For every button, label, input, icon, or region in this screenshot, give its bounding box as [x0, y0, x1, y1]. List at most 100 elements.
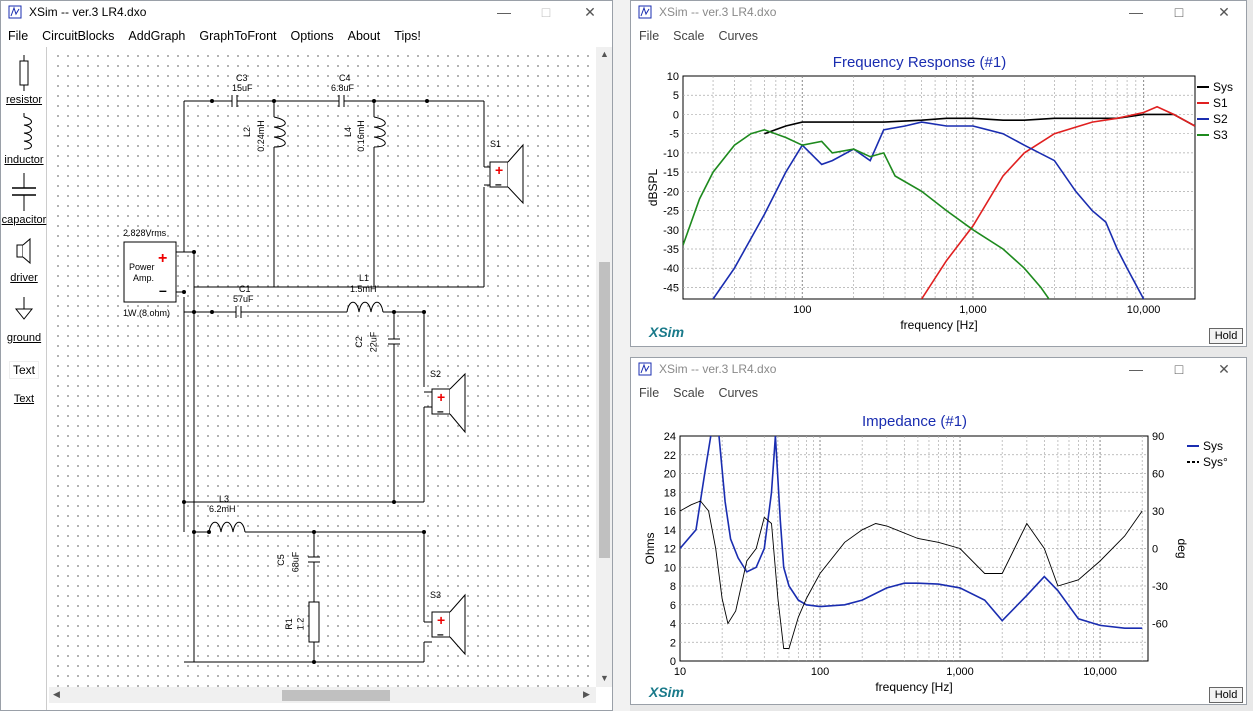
y-tick-label: -20: [663, 186, 679, 198]
component-toolbar: resistor inductor capacitor driver groun…: [1, 47, 47, 710]
maximize-button[interactable]: □: [541, 4, 551, 20]
y2-axis-label: deg: [1175, 538, 1189, 558]
menu-scale[interactable]: Scale: [673, 29, 705, 43]
driver-s3[interactable]: + –: [424, 593, 466, 656]
menu-curves[interactable]: Curves: [718, 29, 759, 43]
ground-icon: [14, 297, 34, 320]
y2-tick-label: 30: [1152, 506, 1164, 518]
y2-tick-label: -60: [1152, 619, 1168, 631]
close-button[interactable]: ✕: [584, 3, 596, 20]
l3-name: L3: [219, 494, 230, 504]
tool-capacitor[interactable]: capacitor: [1, 173, 47, 226]
svg-text:+: +: [495, 162, 503, 178]
minimize-button[interactable]: —: [1129, 4, 1143, 20]
s2-name: S2: [430, 369, 442, 379]
impedance-window: XSim -- ver.3 LR4.dxo — □ ✕ File Scale C…: [630, 357, 1247, 705]
vertical-scrollbar[interactable]: ▲ ▼: [596, 47, 612, 687]
brand-label: XSim: [649, 324, 685, 340]
tool-text-box[interactable]: Text: [1, 361, 47, 379]
schematic-diagram: + – + – + –: [123, 95, 524, 664]
y2-tick-label: -30: [1152, 581, 1168, 593]
x-axis-label: frequency [Hz]: [875, 680, 952, 694]
window-title: XSim -- ver.3 LR4.dxo: [659, 362, 777, 376]
l1-value: 1.5mH: [350, 284, 377, 294]
scroll-left-icon[interactable]: ◀: [53, 689, 60, 699]
menu-about[interactable]: About: [347, 29, 381, 43]
brand-label: XSim: [649, 684, 685, 700]
horizontal-scroll-thumb[interactable]: [282, 690, 390, 701]
title-bar: XSim -- ver.3 LR4.dxo — □ ✕: [1, 1, 612, 23]
svg-text:+: +: [437, 612, 445, 628]
tool-text[interactable]: Text: [1, 393, 47, 405]
c2-name: C2: [353, 336, 364, 348]
tool-driver[interactable]: driver: [1, 237, 47, 284]
menu-bar: File Scale Curves: [631, 25, 1246, 47]
y-tick-label: -40: [663, 263, 679, 275]
driver-icon: [16, 237, 31, 265]
menu-options[interactable]: Options: [290, 29, 334, 43]
menu-circuitblocks[interactable]: CircuitBlocks: [42, 29, 115, 43]
graph-title: Impedance (#1): [861, 413, 968, 430]
hold-button[interactable]: Hold: [1209, 687, 1243, 703]
legend-label: Sys: [1213, 80, 1233, 94]
text-tool-preview: Text: [8, 361, 39, 379]
legend-label: Sys°: [1203, 455, 1228, 469]
amp-voltage: 2.828Vrms: [123, 228, 167, 238]
svg-text:–: –: [437, 404, 444, 418]
series-line-s2: [712, 121, 1145, 299]
x-tick-label: 10,000: [1083, 666, 1117, 678]
maximize-button[interactable]: □: [1174, 4, 1184, 20]
menu-addgraph[interactable]: AddGraph: [128, 29, 186, 43]
amp-name-line1: Power: [129, 262, 155, 272]
menu-file[interactable]: File: [8, 29, 29, 43]
menu-bar: File Scale Curves: [631, 382, 1246, 404]
maximize-button[interactable]: □: [1174, 361, 1184, 377]
driver-s1[interactable]: + –: [484, 143, 524, 205]
tool-resistor[interactable]: resistor: [1, 55, 47, 106]
y-tick-label: 8: [670, 581, 676, 593]
y-tick-label: 22: [664, 450, 676, 462]
hold-button[interactable]: Hold: [1209, 328, 1243, 344]
scroll-right-icon[interactable]: ▶: [583, 689, 590, 699]
close-button[interactable]: ✕: [1218, 3, 1230, 20]
horizontal-scrollbar[interactable]: ◀ ▶: [49, 687, 596, 703]
x-tick-label: 100: [793, 304, 811, 316]
minimize-button[interactable]: —: [1129, 361, 1143, 377]
menu-curves[interactable]: Curves: [718, 386, 759, 400]
circuit-window: XSim -- ver.3 LR4.dxo — □ ✕ File Circuit…: [0, 0, 613, 711]
menu-file[interactable]: File: [639, 386, 660, 400]
x-axis-label: frequency [Hz]: [900, 318, 977, 332]
series-line-sys: [680, 436, 1143, 629]
legend-label: S3: [1213, 128, 1228, 142]
tool-ground[interactable]: ground: [1, 297, 47, 344]
menu-tips[interactable]: Tips!: [394, 29, 421, 43]
close-button[interactable]: ✕: [1218, 360, 1230, 377]
menu-file[interactable]: File: [639, 29, 660, 43]
l3-value: 6.2mH: [209, 504, 236, 514]
menu-graphtofront[interactable]: GraphToFront: [199, 29, 277, 43]
xsim-logo-icon: [7, 4, 23, 20]
y-tick-label: 5: [673, 90, 679, 102]
inductor-icon: [23, 113, 32, 150]
tool-inductor[interactable]: inductor: [1, 113, 47, 166]
svg-text:–: –: [437, 627, 444, 641]
y-tick-label: 0: [673, 109, 679, 121]
window-title: XSim -- ver.3 LR4.dxo: [29, 5, 147, 19]
scroll-up-icon[interactable]: ▲: [600, 49, 609, 59]
driver-s2[interactable]: + –: [424, 372, 466, 434]
amp-name-line2: Amp.: [133, 273, 155, 283]
r1-value: 1.2: [295, 617, 306, 631]
menu-scale[interactable]: Scale: [673, 386, 705, 400]
c1-value: 57uF: [233, 294, 254, 304]
y-tick-label: -45: [663, 282, 679, 294]
minimize-button[interactable]: —: [497, 4, 511, 20]
y-tick-label: 12: [664, 544, 676, 556]
vertical-scroll-thumb[interactable]: [599, 262, 610, 558]
y-tick-label: 10: [667, 71, 679, 83]
y-tick-label: 10: [664, 562, 676, 574]
x-tick-label: 10,000: [1127, 304, 1161, 316]
scroll-down-icon[interactable]: ▼: [600, 673, 609, 683]
l1-name: L1: [359, 273, 370, 283]
y-tick-label: -30: [663, 225, 679, 237]
schematic-canvas[interactable]: + – + – + –: [49, 47, 596, 687]
